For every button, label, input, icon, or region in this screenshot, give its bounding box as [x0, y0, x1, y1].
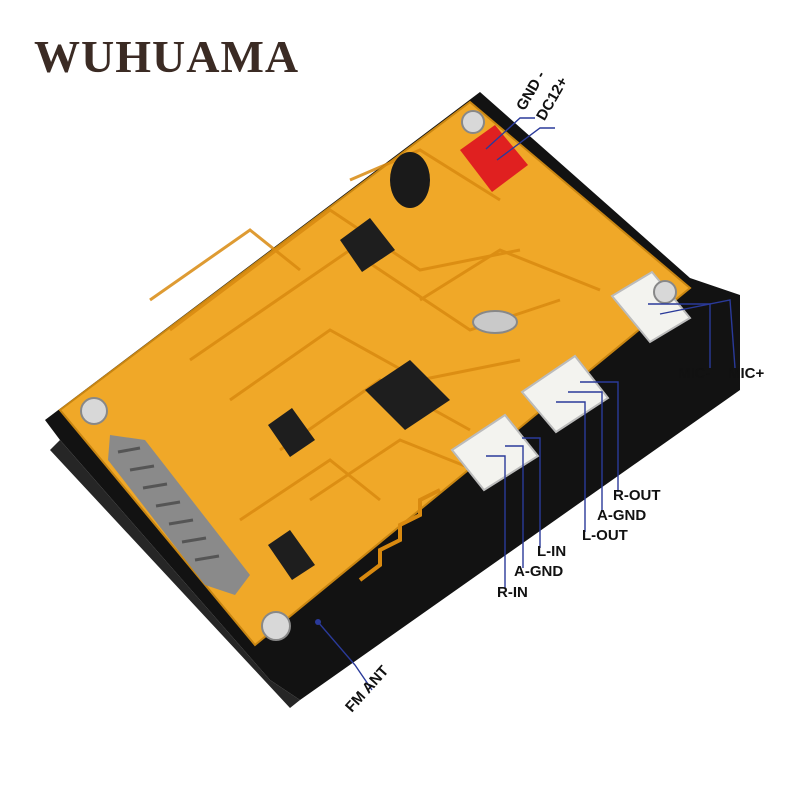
connector-icon — [520, 354, 610, 434]
chip-icon — [340, 218, 395, 272]
capacitor-icon — [390, 152, 430, 208]
case-side — [50, 440, 300, 708]
connector-icon — [450, 413, 540, 492]
label-mic-minus: MIC- — [678, 365, 711, 382]
edge-pins — [117, 446, 220, 562]
connector-icon — [610, 270, 692, 344]
label-mic-plus: MIC+ — [728, 365, 765, 382]
chip-icon — [268, 408, 315, 457]
label-a-gnd-in: A-GND — [514, 563, 564, 580]
chip-icon — [268, 530, 315, 580]
screw-icon — [80, 397, 108, 425]
screw-icon — [653, 280, 677, 304]
edge-connector — [108, 435, 250, 595]
label-r-in: R-IN — [497, 584, 528, 601]
label-l-out: L-OUT — [582, 527, 628, 544]
crystal — [472, 310, 518, 334]
connector-icon — [460, 125, 528, 192]
chip-icon — [365, 360, 450, 430]
brand-logo: WUHUAMA — [34, 31, 300, 82]
pcb-board — [58, 100, 692, 647]
label-l-in: L-IN — [537, 543, 567, 560]
label-r-out: R-OUT — [613, 487, 661, 504]
screw-icon — [261, 611, 291, 641]
label-a-gnd-out: A-GND — [597, 507, 647, 524]
antenna-icon — [358, 488, 441, 582]
fm-ant-point — [315, 619, 321, 625]
screw-icon — [461, 110, 485, 134]
leader-lines — [317, 117, 736, 691]
